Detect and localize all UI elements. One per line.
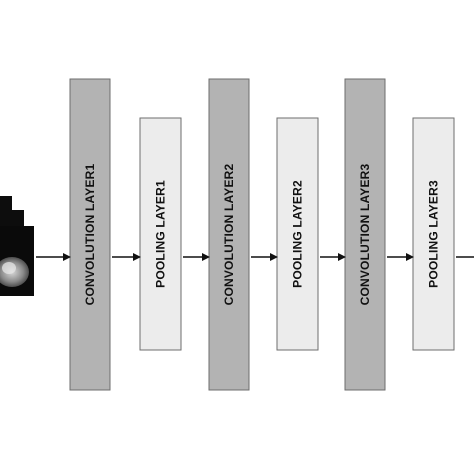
layer-label-pool1: POOLING LAYER1: [154, 180, 168, 288]
layer-pool3: POOLING LAYER3: [412, 117, 455, 351]
layer-box-conv3: [344, 78, 386, 391]
layer-label-conv2: CONVOLUTION LAYER2: [222, 163, 236, 305]
layer-pool1: POOLING LAYER1: [139, 117, 182, 351]
layer-pool2: POOLING LAYER2: [276, 117, 319, 351]
layer-conv3: CONVOLUTION LAYER3: [344, 78, 386, 391]
input-scan-highlight: [2, 262, 16, 274]
layer-conv1: CONVOLUTION LAYER1: [69, 78, 111, 391]
layer-box-pool1: [139, 117, 182, 351]
layer-box-conv2: [208, 78, 250, 391]
layer-box-pool2: [276, 117, 319, 351]
layer-label-pool2: POOLING LAYER2: [291, 180, 305, 288]
layer-label-conv1: CONVOLUTION LAYER1: [83, 163, 97, 305]
layer-box-pool3: [412, 117, 455, 351]
layers-group: CONVOLUTION LAYER1 POOLING LAYER1 CONVOLUT…: [69, 78, 455, 391]
layer-label-conv3: CONVOLUTION LAYER3: [358, 163, 372, 305]
layer-conv2: CONVOLUTION LAYER2: [208, 78, 250, 391]
input-image-stack: [0, 196, 34, 296]
layer-label-pool3: POOLING LAYER3: [427, 180, 441, 288]
layer-box-conv1: [69, 78, 111, 391]
